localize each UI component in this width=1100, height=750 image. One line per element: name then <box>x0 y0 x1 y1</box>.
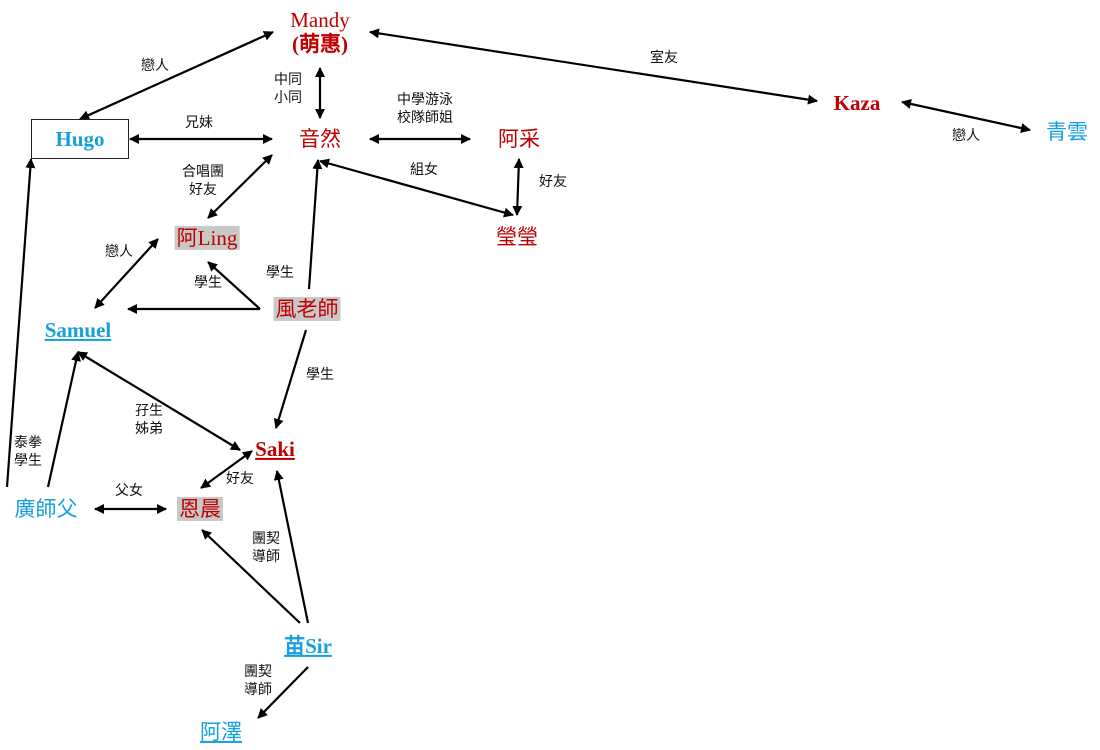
label-group-daughter: 組女 <box>410 161 438 178</box>
node-hugo[interactable]: Hugo <box>31 119 129 159</box>
label-swim-line2: 校隊師姐 <box>397 110 453 126</box>
arrow-feng-saki <box>273 329 308 429</box>
label-choir: 合唱團 好友 <box>182 163 224 199</box>
label-taekwondo-line2: 學生 <box>14 453 42 469</box>
label-swim-team: 中學游泳 校隊師姐 <box>397 91 453 127</box>
node-feng[interactable]: 風老師 <box>273 296 341 322</box>
label-mentor-aze-line2: 導師 <box>244 682 272 698</box>
node-saki[interactable]: Saki <box>255 436 295 461</box>
label-choir-line1: 合唱團 <box>182 163 224 180</box>
label-good-friend-acai: 好友 <box>539 173 567 190</box>
label-taekwondo-line1: 泰拳 <box>14 434 42 451</box>
label-mentor-aze-line1: 團契 <box>244 663 272 680</box>
label-classmates: 中同 小同 <box>274 71 302 107</box>
label-student-saki: 學生 <box>306 366 334 383</box>
node-aze[interactable]: 阿澤 <box>200 719 242 744</box>
arrow-aling-samuel <box>94 238 159 309</box>
node-yinran[interactable]: 音然 <box>299 126 341 151</box>
arrow-hugo-mandy <box>79 30 274 121</box>
node-hugo-label: Hugo <box>55 126 105 151</box>
arrow-mandy-kaza <box>369 28 818 105</box>
label-father-daughter: 父女 <box>115 482 143 499</box>
node-qingyun[interactable]: 青雲 <box>1046 119 1088 144</box>
arrow-feng-yinran <box>307 159 323 290</box>
node-mandy-alias: (萌惠) <box>292 32 348 56</box>
node-samuel[interactable]: Samuel <box>44 317 112 342</box>
label-mentor-enchen-line2: 導師 <box>252 549 280 565</box>
label-student-yinran: 學生 <box>266 264 294 281</box>
arrow-feng-aling <box>207 261 261 310</box>
node-yingying[interactable]: 瑩瑩 <box>496 224 538 249</box>
label-siblings: 兄妹 <box>185 114 213 131</box>
label-roommate: 室友 <box>650 49 678 66</box>
label-good-friend-saki: 好友 <box>226 470 254 487</box>
node-acai[interactable]: 阿采 <box>498 126 540 151</box>
arrow-yinran-aling <box>207 154 273 219</box>
label-choir-line2: 好友 <box>189 182 217 198</box>
label-classmates-line2: 小同 <box>274 90 302 106</box>
arrow-samuel-saki <box>77 351 241 451</box>
label-student-aling: 學生 <box>194 274 222 291</box>
node-aling[interactable]: 阿Ling <box>174 225 240 251</box>
label-twins-line2: 姊弟 <box>135 421 163 437</box>
label-mentor-aze: 團契 導師 <box>244 663 272 699</box>
label-lovers-hugo-mandy: 戀人 <box>141 57 169 74</box>
node-enchen[interactable]: 恩晨 <box>177 496 223 522</box>
label-mentor-enchen: 團契 導師 <box>252 530 280 566</box>
arrow-miao-enchen <box>201 529 301 624</box>
arrow-kaza-qingyun <box>901 99 1031 133</box>
arrow-acai-yingying <box>512 158 524 216</box>
label-twins-line1: 孖生 <box>135 402 163 419</box>
label-classmates-line1: 中同 <box>274 71 302 88</box>
arrow-guang-samuel <box>46 351 81 488</box>
node-kaza[interactable]: Kaza <box>833 90 881 115</box>
node-mandy[interactable]: Mandy (萌惠) <box>290 8 350 56</box>
arrow-guang-hugo <box>5 158 36 488</box>
arrow-miao-saki <box>273 470 310 624</box>
label-taekwondo: 泰拳 學生 <box>14 434 42 470</box>
arrow-saki-enchen <box>200 450 253 489</box>
label-twins: 孖生 姊弟 <box>135 402 163 438</box>
node-mandy-name: Mandy <box>290 7 350 32</box>
node-miao[interactable]: 苗Sir <box>284 633 332 658</box>
label-swim-line1: 中學游泳 <box>397 91 453 108</box>
arrow-yinran-yingying <box>319 158 514 218</box>
arrow-miao-aze <box>257 666 309 719</box>
label-lovers-aling-samuel: 戀人 <box>105 243 133 260</box>
label-lovers-kaza-qingyun: 戀人 <box>952 127 980 144</box>
node-guang[interactable]: 廣師父 <box>14 496 78 521</box>
label-mentor-enchen-line1: 團契 <box>252 530 280 547</box>
